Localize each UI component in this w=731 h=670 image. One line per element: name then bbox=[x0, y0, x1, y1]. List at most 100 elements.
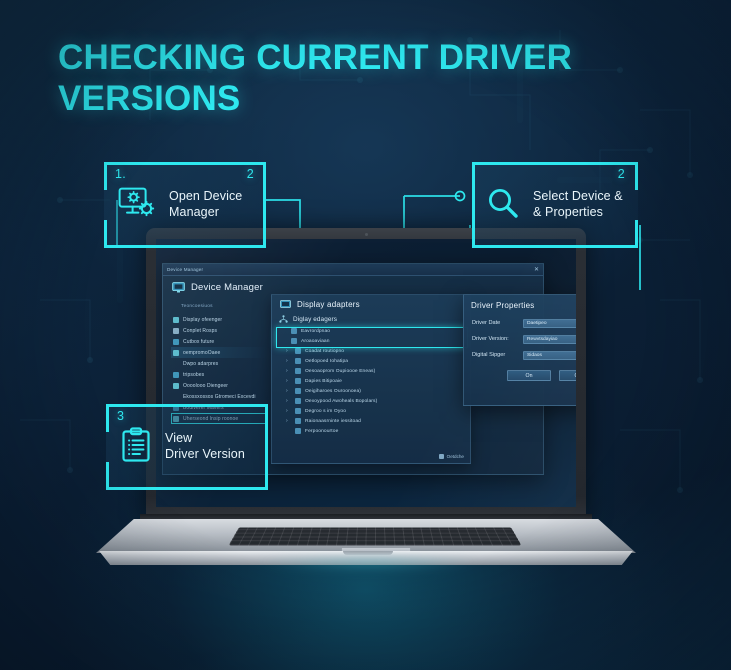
none bbox=[173, 394, 179, 400]
sidebar-item[interactable]: oempromoOaee bbox=[171, 347, 267, 358]
step-2-text: Select Device & & Properties bbox=[533, 189, 623, 220]
tree-row-label: Coadat routiopno bbox=[305, 348, 345, 354]
step-1-callout[interactable]: Open Device Manager 1. 2 bbox=[104, 162, 266, 248]
step-2-body: Select Device & & Properties bbox=[472, 162, 638, 248]
step-3-text: View Driver Version bbox=[165, 431, 245, 462]
chevron-right-icon[interactable]: › bbox=[286, 377, 288, 384]
tree-row-label: Aroaoaviaan bbox=[301, 338, 330, 344]
panel-status: Oetdche bbox=[438, 454, 464, 459]
chevron-right-icon[interactable]: › bbox=[286, 367, 288, 374]
sidebar-item-label: Cutbox future bbox=[183, 338, 215, 345]
step-1-line-1: Open Device bbox=[169, 189, 243, 204]
dialog-buttons: On Cerar bbox=[464, 363, 576, 381]
clipboard-icon bbox=[120, 426, 152, 468]
chevron-right-icon[interactable]: › bbox=[286, 387, 288, 394]
sidebar-item[interactable]: tripsobes bbox=[171, 369, 267, 380]
tree-row-label: Oeigiharoes Ouroonoea) bbox=[305, 388, 362, 394]
adapter-icon bbox=[291, 328, 297, 334]
step-3-callout[interactable]: View Driver Version 3 bbox=[106, 404, 268, 490]
tree-row[interactable]: ›Oesoaoprom Oupioooe Eneas) bbox=[272, 366, 470, 376]
step-1-corner-number: 2 bbox=[246, 167, 254, 181]
monitor-gear-icon bbox=[118, 187, 156, 224]
sidebar-item[interactable]: Cutbox future bbox=[171, 336, 267, 347]
keyboard-deck bbox=[96, 519, 636, 553]
tree-row-label: Dapies Bitipoaie bbox=[305, 378, 342, 384]
device-icon bbox=[295, 418, 301, 424]
tree-row[interactable]: Ferpoonourtoe bbox=[272, 426, 470, 436]
step-3-line-2: Driver Version bbox=[165, 447, 245, 461]
webcam bbox=[364, 233, 368, 236]
step-1-text: Open Device Manager bbox=[169, 189, 242, 220]
tree-row[interactable]: › Raionaasrninte iessitoad bbox=[272, 416, 470, 426]
lock-icon bbox=[173, 327, 179, 334]
device-icon bbox=[295, 408, 301, 414]
tree-row[interactable]: › Dapies Bitipoaie bbox=[272, 376, 470, 386]
base-notch bbox=[343, 551, 393, 555]
status-icon bbox=[438, 454, 444, 459]
title-line-1: CHECKING CURRENT DRIVER bbox=[58, 38, 573, 77]
tree-row[interactable]: › Oeigiharoes Ouroonoea) bbox=[272, 386, 470, 396]
tree-panel-subheader: Diglay edagers bbox=[272, 313, 470, 325]
tree-row[interactable]: ›Oetlopoed Iohatipa bbox=[272, 356, 470, 366]
printer-icon bbox=[173, 349, 179, 356]
cancel-button[interactable]: Cerar bbox=[559, 370, 576, 381]
tree-row-label: Degroo s im Oyoo bbox=[305, 408, 347, 414]
field-label: Driver Version: bbox=[472, 336, 509, 342]
dialog-title: Driver Properties bbox=[471, 301, 535, 310]
step-2-callout[interactable]: Select Device & & Properties 2 bbox=[472, 162, 638, 248]
driver-properties-dialog[interactable]: Driver Properties ✕ Driver DateDaetipeo▾… bbox=[463, 294, 576, 406]
window-titlebar: Device Manager ✕ bbox=[163, 264, 543, 276]
chevron-right-icon[interactable]: › bbox=[286, 397, 288, 404]
button-label: Cerar bbox=[575, 373, 577, 379]
tree-row-label: Raionaasrninte iessitoad bbox=[305, 418, 361, 424]
close-icon[interactable]: ✕ bbox=[533, 266, 539, 273]
sidebar-item[interactable]: Conplet Rosps bbox=[171, 325, 267, 336]
chevron-right-icon[interactable]: › bbox=[286, 417, 288, 424]
sidebar-item[interactable]: Ekossxossos Gtromeci Excevdi bbox=[171, 391, 267, 402]
connector-node bbox=[454, 190, 466, 202]
ok-button[interactable]: On bbox=[507, 370, 551, 381]
tree-row[interactable]: › Degroo s im Oyoo bbox=[272, 406, 470, 416]
sidebar-item-label: tripsobes bbox=[183, 371, 205, 378]
title-line-2: VERSIONS bbox=[58, 78, 241, 118]
monitor-icon bbox=[172, 282, 185, 293]
chevron-right-icon[interactable]: › bbox=[286, 347, 288, 354]
status-label: Oetdche bbox=[446, 454, 464, 459]
none bbox=[173, 361, 179, 367]
button-label: On bbox=[525, 372, 533, 379]
field-input[interactable]: Rewvtsdayiao bbox=[523, 334, 576, 344]
folder-icon bbox=[173, 371, 179, 378]
sidebar-item[interactable]: Display ofeenger bbox=[171, 314, 267, 325]
field-value: Daetipeo bbox=[527, 320, 547, 326]
display-adapters-icon bbox=[280, 300, 291, 308]
key-icon bbox=[173, 382, 179, 389]
chevron-right-icon[interactable]: › bbox=[286, 407, 288, 414]
sidebar-item[interactable]: Oooolooo Diengeer bbox=[171, 380, 267, 391]
tree-row[interactable]: Eavrordpnao bbox=[272, 326, 470, 336]
display-icon bbox=[173, 316, 179, 323]
device-icon bbox=[295, 358, 301, 364]
tree-row[interactable]: Aroaoaviaan bbox=[272, 336, 470, 346]
device-icon bbox=[295, 348, 301, 354]
step-2-corner-number: 2 bbox=[617, 167, 625, 181]
tree-row-label: Oexoypood Awoheals Bopolars) bbox=[305, 398, 378, 404]
sidebar-item[interactable]: Dwpo adarpres bbox=[171, 358, 267, 369]
tree-subheader-label: Diglay edagers bbox=[293, 315, 338, 323]
box-icon bbox=[173, 338, 179, 345]
tree-row[interactable]: › Coadat routiopno bbox=[272, 346, 470, 356]
field-input[interactable]: Daetipeo▾ bbox=[523, 318, 576, 328]
dialog-field-row: Digital Sipger Sidaos bbox=[464, 347, 576, 363]
field-input[interactable]: Sidaos bbox=[523, 350, 576, 360]
step-3-number: 3 bbox=[117, 409, 125, 423]
tree-row[interactable]: › Oexoypood Awoheals Bopolars) bbox=[272, 396, 470, 406]
device-icon bbox=[295, 368, 301, 374]
network-icon bbox=[279, 315, 288, 323]
chevron-right-icon[interactable]: › bbox=[286, 357, 288, 364]
field-label: Digital Sipger bbox=[472, 352, 506, 358]
display-adapters-panel[interactable]: Display adapters Diglay edagers Eavro bbox=[271, 294, 471, 464]
device-icon bbox=[295, 378, 301, 384]
